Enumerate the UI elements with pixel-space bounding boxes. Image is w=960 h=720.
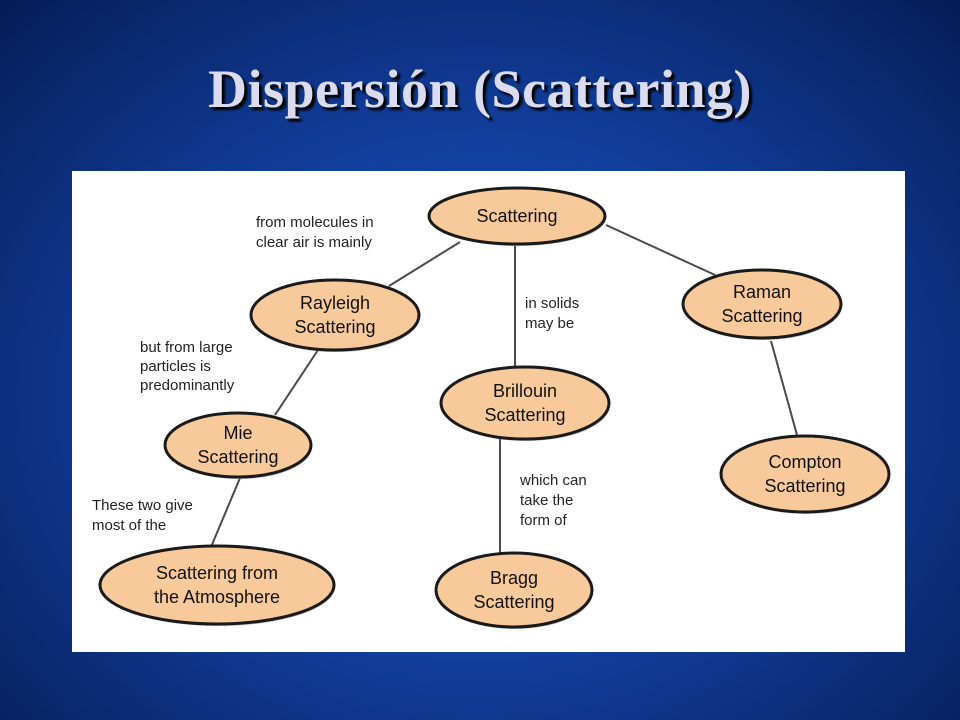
edge-raman-compton [770,340,798,436]
edge-rayleigh-mie [274,349,319,416]
edge-mie-atmosphere [210,477,241,548]
concept-map: ScatteringRayleighScatteringRamanScatter… [92,186,891,629]
node-ellipse [719,434,891,514]
annotation-line: clear air is mainly [256,234,372,251]
node-label: Scattering [476,206,557,226]
annotation-line: predominantly [140,377,235,394]
edge-scattering-raman [605,224,716,276]
node-label: Scattering [764,476,845,496]
node-label: Scattering [197,447,278,467]
node-label: Scattering [484,405,565,425]
edge-scattering-rayleigh [388,241,461,287]
node-label: Bragg [490,568,538,588]
annotation-line: form of [520,512,568,529]
annotation-line: most of the [92,517,166,534]
annotation-line: in solids [525,295,579,312]
node-ellipse [163,411,313,479]
annotation-solids: in solids may be [525,295,579,332]
node-label: Rayleigh [300,293,370,313]
node-label: Scattering [721,306,802,326]
annotation-line: but from large [140,339,233,356]
node-label: Scattering from [156,563,278,583]
node-ellipse [249,278,421,352]
node-ellipse [98,544,336,626]
node-ellipse [434,551,594,629]
node-label: Raman [733,282,791,302]
node-label: Mie [223,423,252,443]
annotation-molecules: from molecules in clear air is mainly [256,214,374,251]
node-atmosphere: Scattering from the Atmosphere [98,544,336,626]
annotation-line: These two give [92,497,193,514]
node-label: Scattering [473,592,554,612]
node-ellipse [681,268,843,340]
node-label: Scattering [294,317,375,337]
annotation-line: which can [519,472,587,489]
node-label: Compton [768,452,841,472]
node-label: the Atmosphere [154,587,280,607]
node-scattering: Scattering [427,186,607,246]
annotation-line: particles is [140,358,211,375]
node-ellipse [439,365,611,441]
node-ellipse [427,186,607,246]
annotation-which-can: which can take the form of [519,472,587,529]
slide-title: Dispersión (Scattering) [208,59,752,119]
node-label: Brillouin [493,381,557,401]
annotation-line: from molecules in [256,214,374,231]
annotation-line: may be [525,315,574,332]
annotation-line: take the [520,492,573,509]
annotation-these-two: These two give most of the [92,497,193,534]
annotation-large-particles: but from large particles is predominantly [140,339,235,394]
